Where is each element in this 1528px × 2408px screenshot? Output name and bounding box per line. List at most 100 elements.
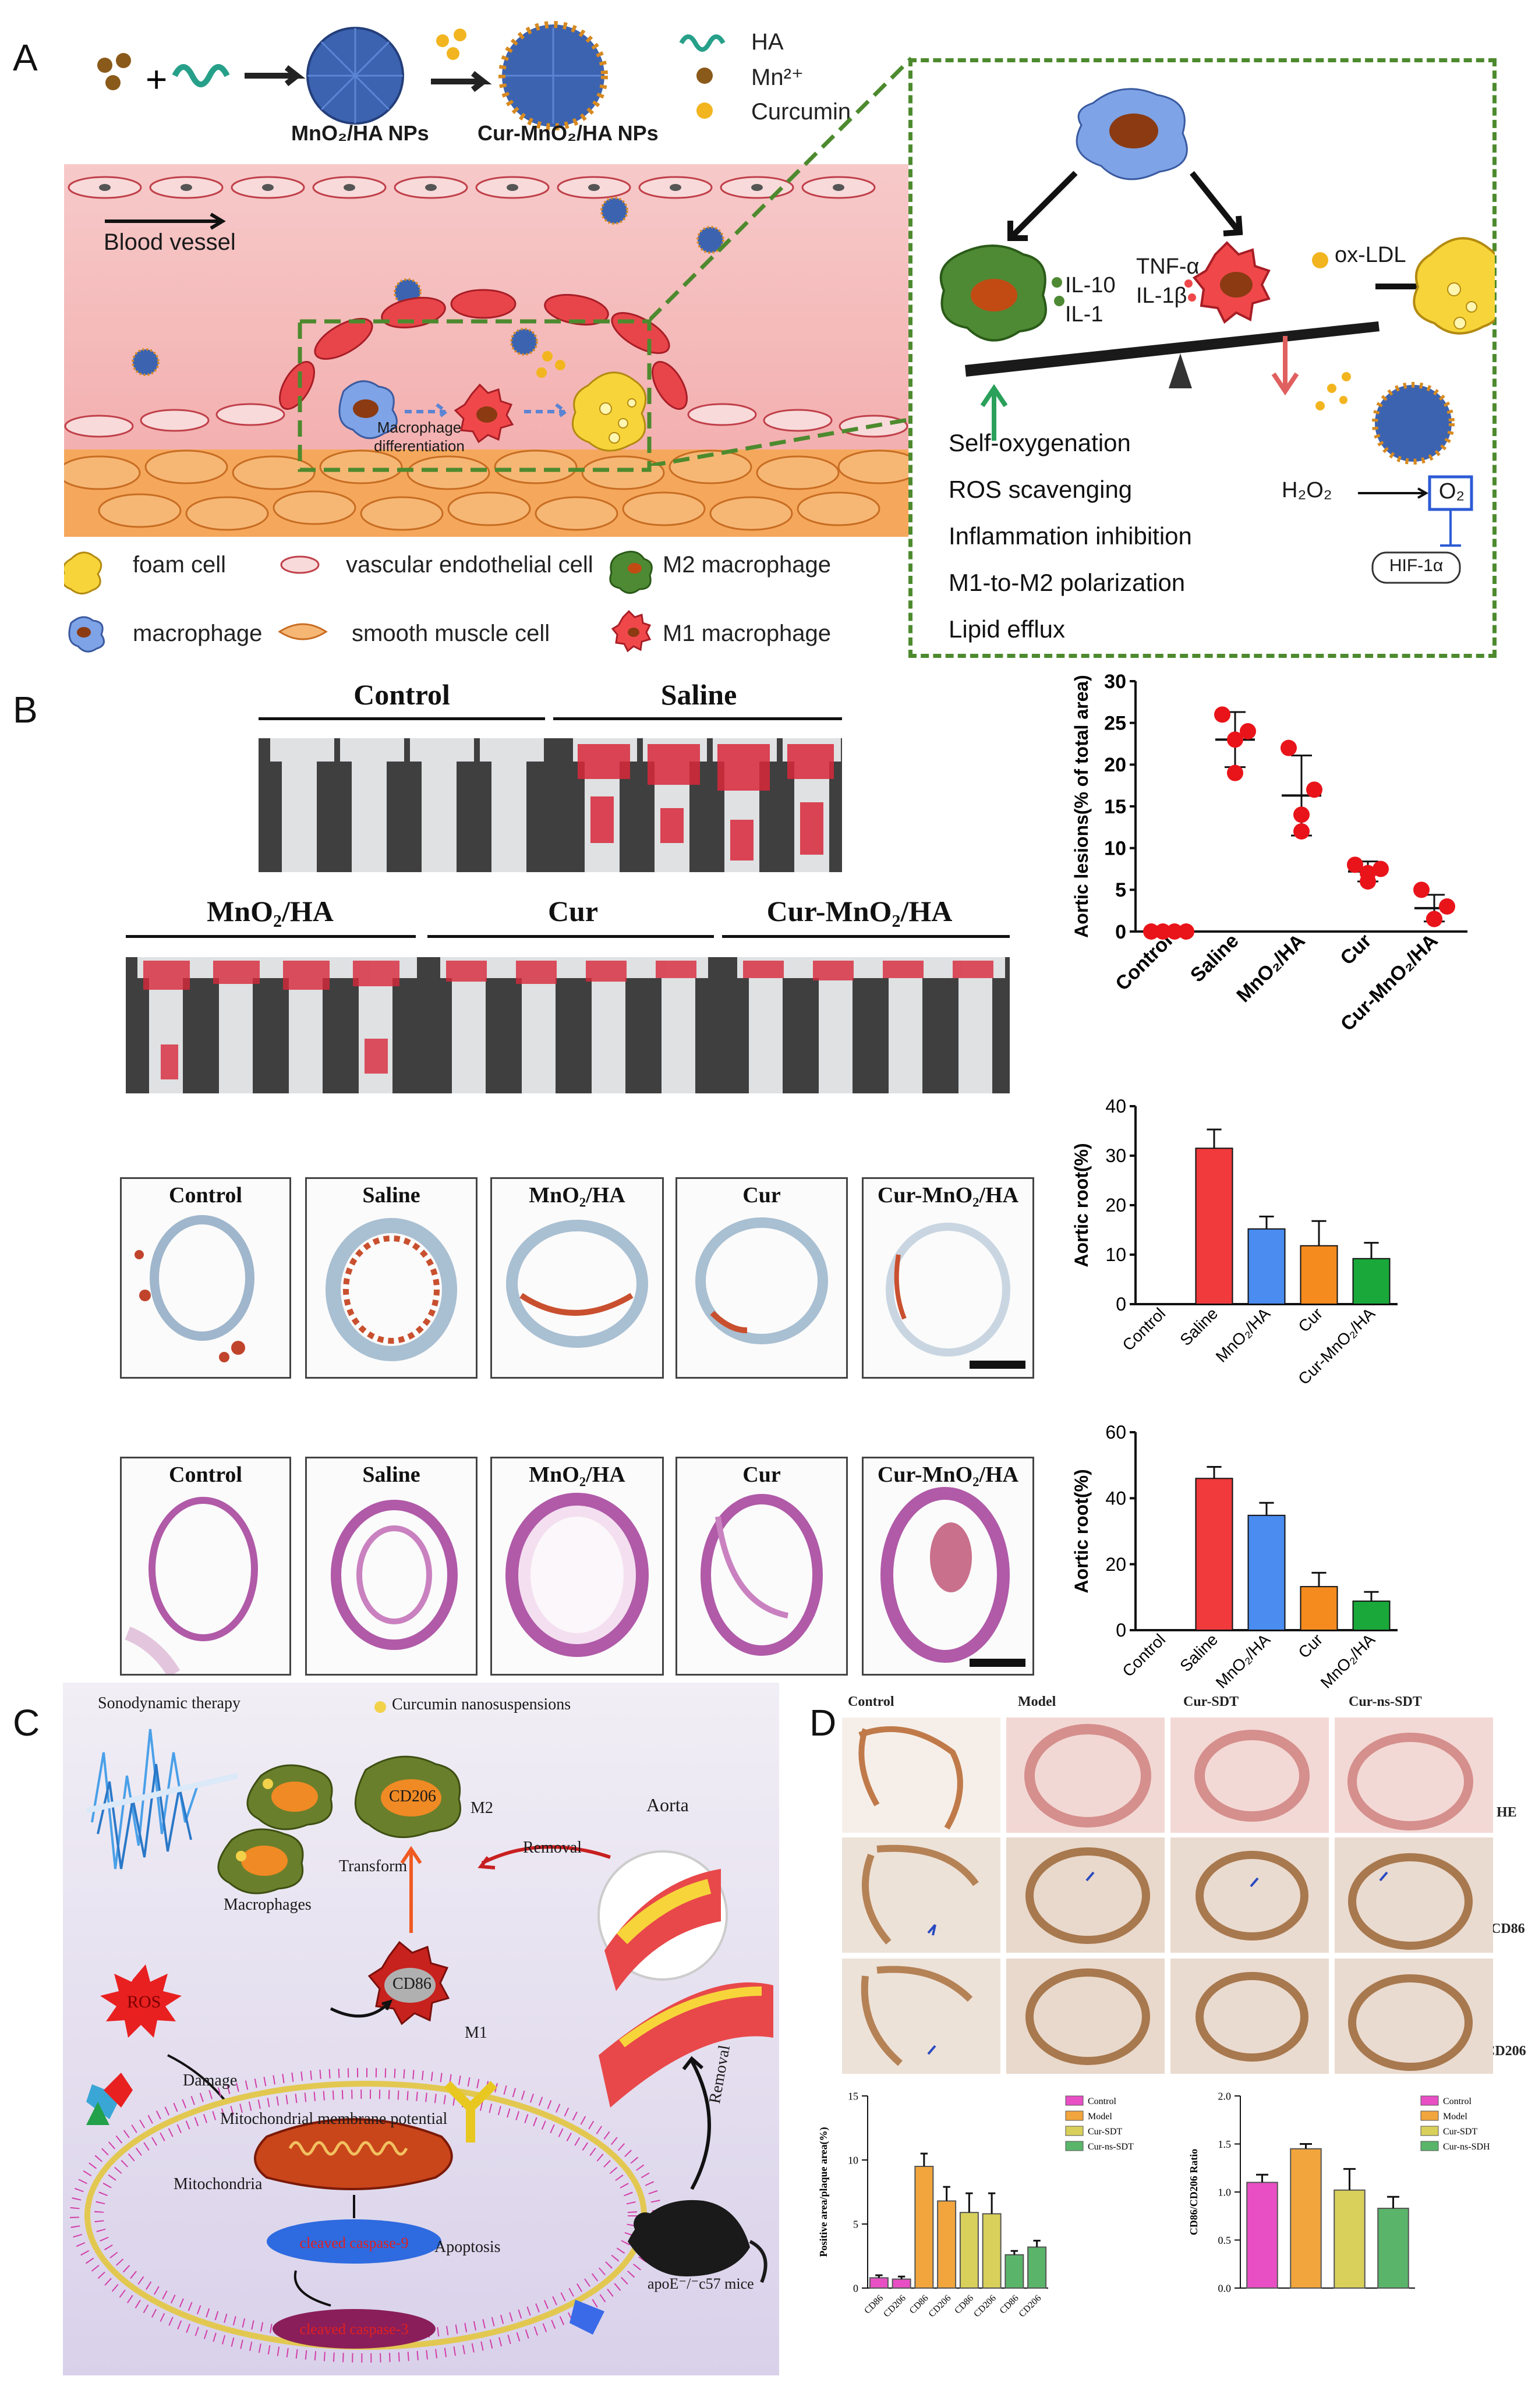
macrophages-label: Macrophages xyxy=(224,1896,312,1914)
oro-label-cur: Cur xyxy=(742,1183,781,1207)
y-tick-label: 0.5 xyxy=(1218,2235,1232,2246)
legend-label: Model xyxy=(1443,2112,1467,2122)
bar xyxy=(1352,1600,1391,1631)
d-col-model: Model xyxy=(1018,1694,1056,1709)
mn-key-icon xyxy=(696,68,713,84)
he-saline: Saline xyxy=(305,1457,477,1676)
legend-m1: M1 macrophage xyxy=(663,621,832,646)
caspase9-label: cleaved caspase-9 xyxy=(299,2235,409,2251)
bar xyxy=(1247,1228,1286,1305)
damage-label: Damage xyxy=(183,2071,238,2090)
bar xyxy=(1195,1478,1233,1631)
divider xyxy=(427,935,714,938)
y-tick-label: 5 xyxy=(1115,879,1126,901)
data-point xyxy=(1281,739,1297,756)
divider xyxy=(722,935,1010,938)
x-tick-label: MnO₂/HA xyxy=(1212,1304,1274,1366)
x-tick-label: Cur xyxy=(1294,1304,1326,1336)
divider xyxy=(126,935,416,938)
x-tick-label: CD206 xyxy=(882,2293,908,2320)
il1-label: IL-1 xyxy=(1065,302,1103,327)
y-tick-label: 0 xyxy=(1116,1620,1126,1641)
legend-smooth-muscle: smooth muscle cell xyxy=(352,621,550,646)
ros-label: ROS xyxy=(127,1992,161,2012)
foam-cell-legend-icon xyxy=(64,551,102,594)
he-mno2: MnO₂/HA xyxy=(490,1457,664,1676)
data-point xyxy=(1306,781,1322,798)
ihc-cd206-cur-ns-sdt xyxy=(1335,1959,1493,2074)
m2-label: M2 xyxy=(471,1799,493,1817)
data-point xyxy=(1166,923,1183,940)
key-icons xyxy=(679,34,726,119)
mn-ions-icon xyxy=(97,53,131,90)
y-tick-label: 30 xyxy=(1105,1145,1126,1166)
seesaw-beam xyxy=(965,321,1380,377)
bar xyxy=(1377,2208,1409,2289)
ihc-cd86-cur-sdt xyxy=(1170,1837,1329,1953)
legend-swatch xyxy=(1065,2095,1084,2106)
legend-endothelial: vascular endothelial cell xyxy=(346,552,593,578)
legend-swatch xyxy=(1065,2126,1084,2136)
bar xyxy=(892,2278,911,2289)
y-tick-label: 10 xyxy=(848,2154,858,2166)
y-axis-label: Aortic lesions(% of total area) xyxy=(1071,675,1092,938)
y-tick-label: 60 xyxy=(1105,1422,1126,1443)
bar xyxy=(1300,1245,1338,1305)
ihc-cd86-control xyxy=(842,1837,1000,1953)
ha-key-icon xyxy=(679,34,726,52)
legend-label: Control xyxy=(1088,2097,1116,2106)
ihc-cd86-model xyxy=(1006,1837,1165,1953)
d-col-cur-sdt: Cur-SDT xyxy=(1183,1694,1239,1709)
curcumin-dots-icon xyxy=(436,29,466,60)
he-label-cur: Cur xyxy=(742,1462,781,1487)
y-tick-label: 0 xyxy=(1115,921,1126,943)
y-tick-label: 0.0 xyxy=(1218,2282,1232,2294)
y-tick-label: 40 xyxy=(1105,1096,1126,1117)
bar xyxy=(869,2277,889,2289)
y-tick-label: 15 xyxy=(848,2090,858,2102)
oro-control: Control xyxy=(120,1177,291,1379)
y-axis-label: Positive area/plaque area(%) xyxy=(818,2127,830,2257)
bar xyxy=(1290,2148,1322,2289)
legend-label: Cur-SDT xyxy=(1088,2127,1122,2137)
he-label-control: Control xyxy=(169,1462,242,1487)
mice-label: apoE⁻/⁻c57 mice xyxy=(648,2275,754,2292)
bar xyxy=(914,2166,934,2289)
cd206-label: CD206 xyxy=(389,1787,436,1805)
d-col-control: Control xyxy=(848,1694,894,1709)
bar xyxy=(1352,1258,1391,1305)
endothelial-legend-icon xyxy=(280,555,320,574)
bar xyxy=(1027,2246,1047,2289)
receptor-icon-right xyxy=(444,2081,497,2143)
oro-cur-mno2: Cur-MnO₂/HA xyxy=(862,1177,1034,1379)
aorta-group-control: Control xyxy=(353,678,450,711)
legend-foam-cell: foam cell xyxy=(133,552,227,578)
d-col-cur-ns-sdt: Cur-ns-SDT xyxy=(1349,1694,1422,1709)
y-tick-label: 15 xyxy=(1104,796,1126,818)
blood-vessel-label: Blood vessel xyxy=(104,229,236,255)
y-tick-label: 20 xyxy=(1104,754,1126,776)
bar xyxy=(982,2213,1002,2289)
feature-2: ROS scavenging xyxy=(949,476,1133,503)
legend-icons xyxy=(64,551,653,653)
feature-3: Inflammation inhibition xyxy=(949,522,1192,550)
he-label-cur-mno2: Cur-MnO₂/HA xyxy=(877,1462,1019,1487)
zoom-region-box xyxy=(298,319,652,472)
arrow-icon xyxy=(431,71,492,92)
bar xyxy=(1004,2254,1024,2289)
x-tick-label: CD206 xyxy=(927,2293,953,2320)
panel-letter-c: C xyxy=(13,1702,40,1744)
ihc-he-control xyxy=(842,1718,1000,1833)
oxldl-label: ox-LDL xyxy=(1335,243,1406,267)
o2-label: O₂ xyxy=(1438,479,1465,504)
he-cur: Cur xyxy=(675,1457,848,1676)
seesaw-fulcrum-icon xyxy=(1169,353,1192,388)
cd86-label: CD86 xyxy=(392,1975,431,1993)
panel-letter-a: A xyxy=(13,37,38,79)
x-tick-label: Saline xyxy=(1176,1304,1221,1349)
panel-a: + MnO₂/HA NPs Cur-MnO₂/HA NPs HA Mn²⁺ Cu… xyxy=(0,0,1528,675)
he-control: Control xyxy=(120,1457,291,1676)
